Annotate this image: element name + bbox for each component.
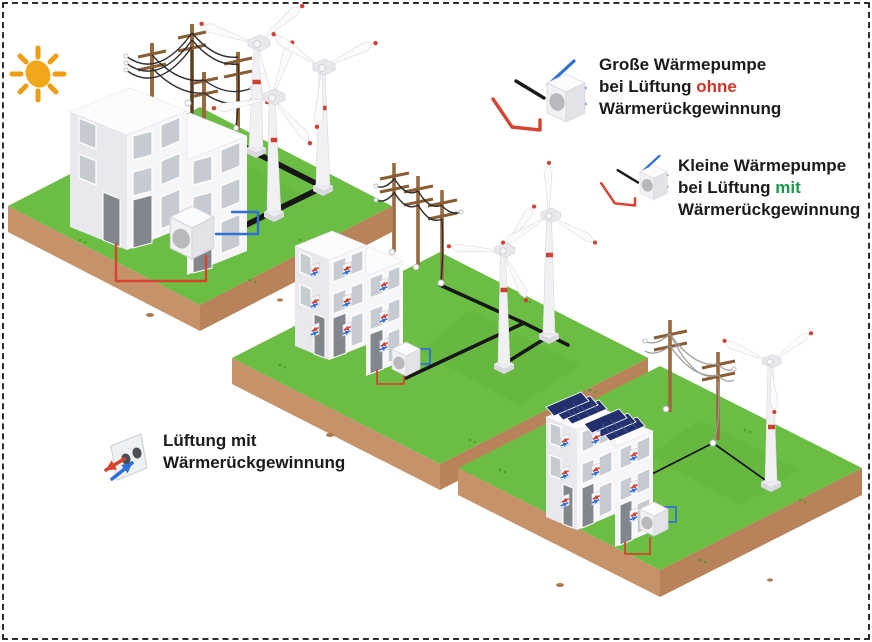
scene-1-power-wires bbox=[123, 32, 255, 131]
sun-core bbox=[25, 60, 51, 88]
scene-1-building bbox=[69, 87, 248, 275]
legend-small-heat-pump: Kleine Wärmepumpe bei Lüftung mit Wärmer… bbox=[678, 155, 860, 221]
small-heat-pump-legend-icon bbox=[599, 154, 669, 207]
legend-line: Wärmerückgewinnung bbox=[599, 99, 782, 118]
wind-turbine bbox=[271, 32, 378, 196]
wind-turbine bbox=[722, 331, 814, 492]
legend-line: Wärmerückgewinnung bbox=[163, 453, 346, 472]
scene-1-warm-pipe bbox=[114, 242, 208, 283]
small-heat-pump bbox=[391, 341, 421, 377]
scene-3 bbox=[458, 320, 862, 597]
wind-turbine bbox=[500, 160, 598, 344]
legend-line: bei Lüftung mit bbox=[678, 178, 801, 197]
legend-line: Wärmerückgewinnung bbox=[678, 200, 861, 219]
building-windows bbox=[78, 116, 181, 249]
scene-1 bbox=[8, 3, 392, 331]
large-heat-pump bbox=[169, 205, 215, 260]
small-heat-pump bbox=[639, 501, 669, 537]
legend-line: Große Wärmepumpe bbox=[599, 55, 767, 74]
legend-line: Kleine Wärmepumpe bbox=[678, 156, 847, 175]
solar-panel-array bbox=[545, 391, 646, 442]
scene-2-power-wires bbox=[373, 177, 464, 287]
highlight-mit: mit bbox=[775, 178, 801, 197]
legend-ventilation: Lüftung mit Wärmerückgewinnung bbox=[163, 430, 345, 474]
scene-3-power-wires bbox=[642, 333, 737, 447]
scene-2-building bbox=[294, 230, 404, 376]
highlight-ohne: ohne bbox=[696, 77, 737, 96]
building-windows bbox=[619, 434, 651, 546]
scene-3-warm-pipe bbox=[624, 537, 651, 555]
sun-icon bbox=[9, 45, 67, 103]
scene-2-warm-pipe bbox=[376, 369, 405, 385]
scene-1-cold-pipe bbox=[214, 210, 260, 236]
ventilation-legend-icon bbox=[104, 433, 148, 481]
legend-line: bei Lüftung ohne bbox=[599, 77, 737, 96]
building-windows bbox=[549, 417, 613, 529]
legend-line: Lüftung mit bbox=[163, 431, 257, 450]
wind-turbine bbox=[211, 40, 313, 222]
large-heat-pump-legend-icon bbox=[491, 59, 587, 132]
wind-turbine bbox=[199, 3, 305, 158]
scene-2 bbox=[232, 160, 648, 490]
legend-large-heat-pump: Große Wärmepumpe bei Lüftung ohne Wärmer… bbox=[599, 54, 781, 120]
